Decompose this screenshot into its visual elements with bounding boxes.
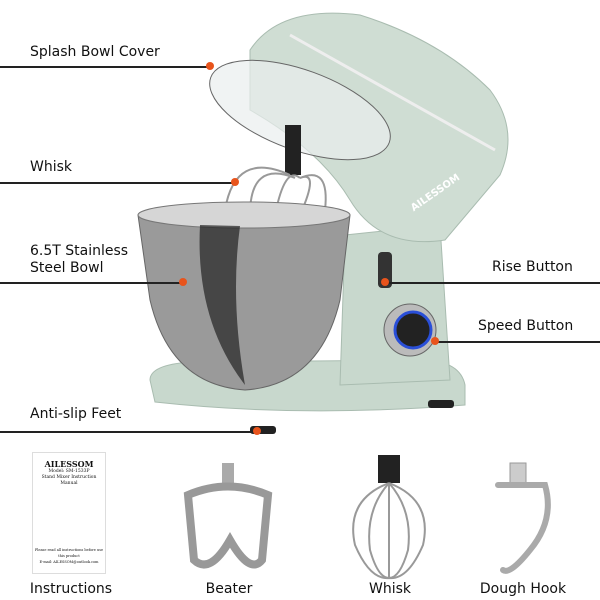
callout-anti-slip-feet: Anti-slip Feet: [30, 406, 122, 422]
callout-line: [435, 341, 600, 343]
beater-accessory: [183, 463, 273, 569]
callout-line: [385, 282, 600, 284]
callout-dot: [431, 337, 439, 345]
caption-beater: Beater: [205, 581, 253, 597]
manual-model: Model: SM-1533P: [48, 469, 90, 474]
callout-speed-button: Speed Button: [478, 318, 574, 334]
callout-splash-bowl-cover: Splash Bowl Cover: [30, 44, 160, 60]
caption-instructions: Instructions: [29, 581, 113, 597]
callout-bowl-line1: 6.5T Stainless: [30, 243, 129, 259]
caption-dough-hook: Dough Hook: [479, 581, 567, 597]
callout-dot: [381, 278, 389, 286]
manual-title: Stand Mixer Instruction Manual: [41, 475, 97, 486]
instruction-manual: AILESSOM Model: SM-1533P Stand Mixer Ins…: [32, 452, 106, 574]
callout-dot: [231, 178, 239, 186]
callout-dot: [206, 62, 214, 70]
callout-line: [0, 431, 257, 433]
manual-email: E-mail: AILESSOM@outlook.com: [39, 560, 99, 564]
manual-note: Please read all instructions before use …: [34, 548, 104, 558]
whisk-accessory: [352, 455, 426, 580]
manual-brand: AILESSOM: [44, 459, 94, 469]
caption-whisk: Whisk: [368, 581, 411, 597]
callout-dot: [253, 427, 261, 435]
callout-dot: [179, 278, 187, 286]
callout-rise-button: Rise Button: [492, 259, 573, 275]
callout-line: [0, 182, 235, 184]
callout-bowl-line2: Steel Bowl: [30, 260, 104, 276]
callout-whisk: Whisk: [30, 159, 73, 175]
mixer-column: [339, 224, 451, 386]
callout-line: [0, 282, 183, 284]
callout-line: [0, 66, 210, 68]
dough-hook-accessory: [495, 462, 551, 574]
